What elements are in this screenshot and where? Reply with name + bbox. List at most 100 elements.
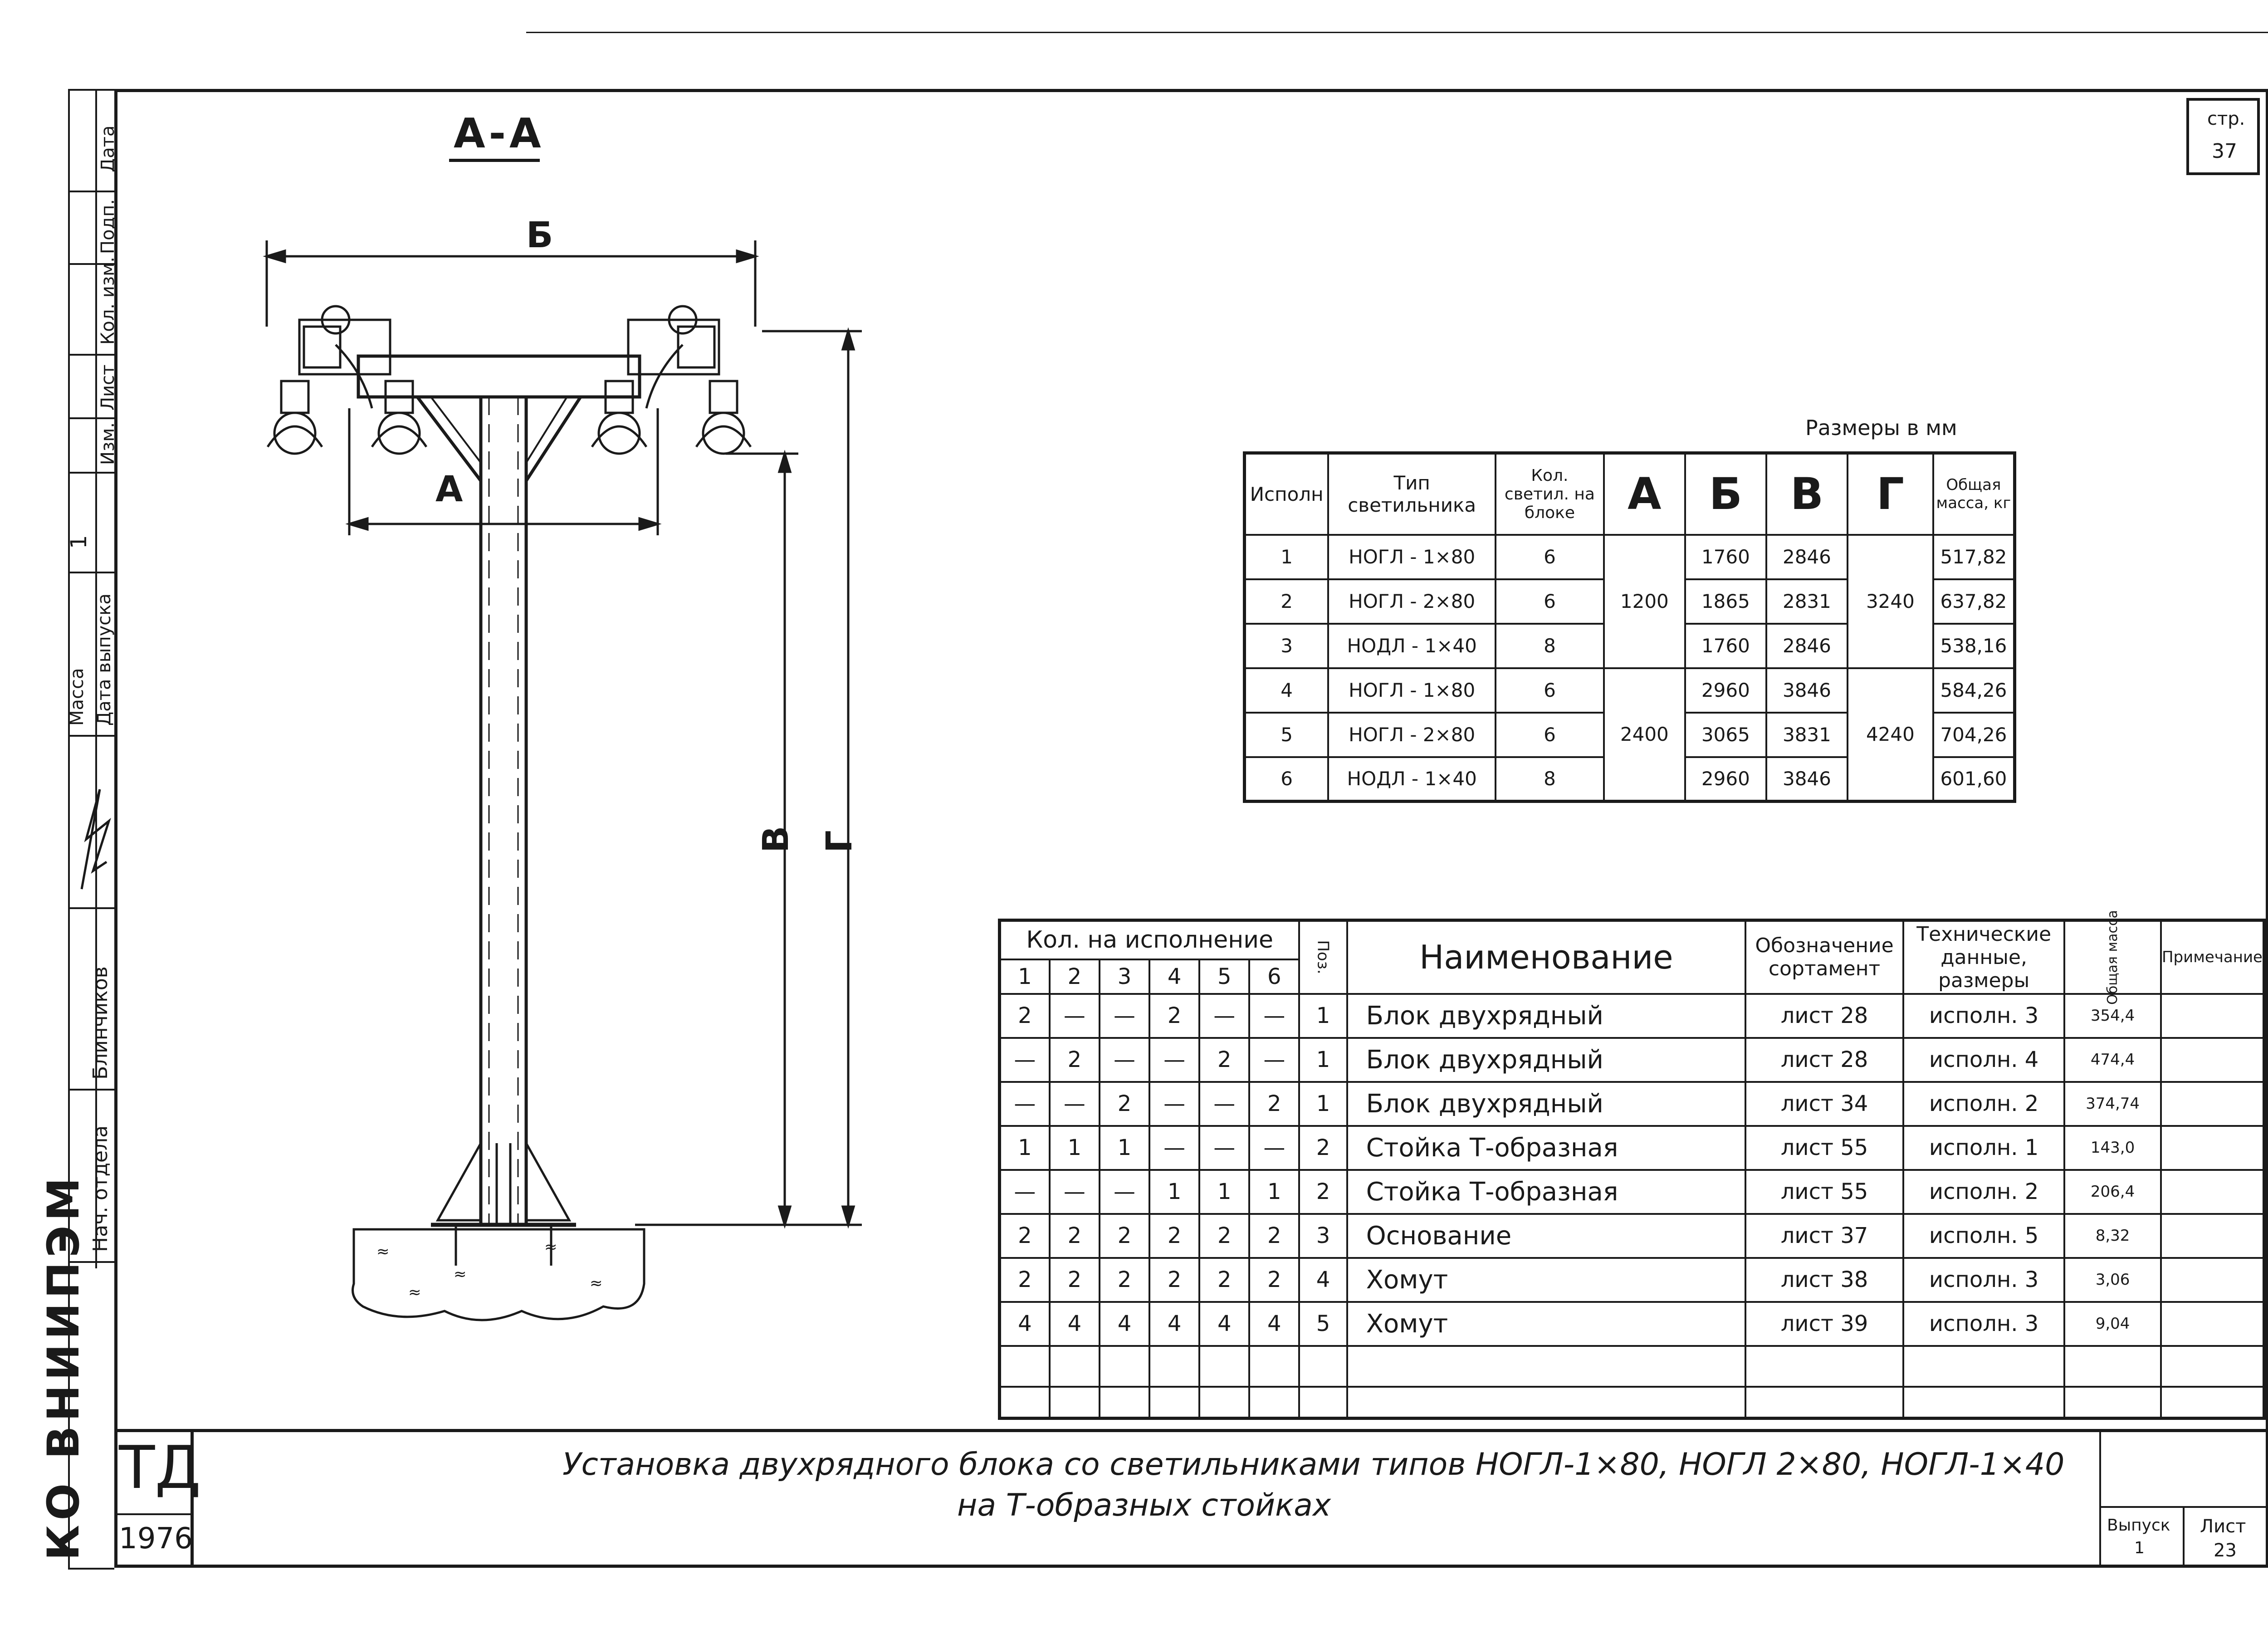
dims-header-b: Б bbox=[1684, 452, 1767, 536]
spec-header-name: Наименование bbox=[1346, 919, 1746, 995]
dims-header-g: Г bbox=[1846, 452, 1934, 536]
signature-mark bbox=[80, 789, 111, 890]
dims-cell: 2960 bbox=[1684, 756, 1767, 802]
mass-cell: 3,06 bbox=[2063, 1257, 2162, 1303]
qty-cell: 4 bbox=[1149, 1301, 1201, 1347]
svg-text:≈: ≈ bbox=[376, 1243, 390, 1261]
qty-cell: — bbox=[1048, 993, 1100, 1039]
spec-variant-1: 1 bbox=[998, 958, 1051, 995]
dims-cell: 6 bbox=[1495, 533, 1605, 580]
qty-cell: — bbox=[1048, 1169, 1100, 1215]
sheet-edge-top bbox=[526, 32, 2268, 33]
qty-cell: 1 bbox=[1149, 1169, 1201, 1215]
dims-cell: 2846 bbox=[1765, 622, 1848, 669]
spec-variant-2: 2 bbox=[1048, 958, 1100, 995]
dims-cell-g-group2: 4240 bbox=[1846, 667, 1934, 802]
dims-cell: 1760 bbox=[1684, 622, 1767, 669]
dims-header-mass: Общая масса, кг bbox=[1932, 452, 2016, 536]
table-row: — — 2 — — 2 1 Блок двухрядный лист 34 ис… bbox=[998, 1081, 2265, 1127]
section-label: А-А bbox=[454, 110, 545, 157]
qty-cell: 2 bbox=[998, 1257, 1051, 1303]
pos-cell: 2 bbox=[1298, 1169, 1348, 1215]
note-cell bbox=[2160, 1037, 2265, 1083]
qty-cell: — bbox=[1098, 1037, 1151, 1083]
qty-cell: 2 bbox=[1149, 1213, 1201, 1259]
name-cell: Основание bbox=[1346, 1213, 1746, 1259]
qty-cell: 4 bbox=[1098, 1301, 1151, 1347]
qty-cell: 4 bbox=[1248, 1301, 1300, 1347]
designation-cell: лист 55 bbox=[1744, 1125, 1905, 1171]
qty-cell: 2 bbox=[1198, 1213, 1251, 1259]
spec-header-designation: Обозначение сортамент bbox=[1744, 919, 1905, 995]
tech-cell: исполн. 3 bbox=[1902, 1301, 2066, 1347]
qty-cell: 2 bbox=[1248, 1081, 1300, 1127]
qty-cell: 2 bbox=[1248, 1257, 1300, 1303]
dims-cell-a-group1: 1200 bbox=[1603, 533, 1686, 669]
issue-label: Выпуск bbox=[2107, 1516, 2170, 1535]
qty-cell: — bbox=[1048, 1081, 1100, 1127]
dims-cell: 3 bbox=[1243, 622, 1330, 669]
mass-cell: 9,04 bbox=[2063, 1301, 2162, 1347]
tech-cell: исполн. 2 bbox=[1902, 1081, 2066, 1127]
tech-cell: исполн. 1 bbox=[1902, 1125, 2066, 1171]
name-cell: Стойка Т-образная bbox=[1346, 1125, 1746, 1171]
qty-cell: 2 bbox=[1098, 1257, 1151, 1303]
name-cell: Блок двухрядный bbox=[1346, 993, 1746, 1039]
qty-cell: 2 bbox=[1098, 1213, 1151, 1259]
sheet-label: Лист bbox=[2200, 1516, 2246, 1537]
page-box: стр. 37 bbox=[2186, 98, 2260, 175]
mass-cell: 474,4 bbox=[2063, 1037, 2162, 1083]
table-row: 2 2 2 2 2 2 4 Хомут лист 38 исполн. 3 3,… bbox=[998, 1257, 2265, 1303]
dim-label-b: Б bbox=[526, 215, 553, 256]
pos-cell: 1 bbox=[1298, 1081, 1348, 1127]
qty-cell: 2 bbox=[1248, 1213, 1300, 1259]
note-cell bbox=[2160, 1081, 2265, 1127]
qty-cell: — bbox=[1198, 993, 1251, 1039]
qty-cell: 2 bbox=[1198, 1037, 1251, 1083]
qty-cell: 1 bbox=[1248, 1169, 1300, 1215]
mass-cell: 143,0 bbox=[2063, 1125, 2162, 1171]
dims-cell: 601,60 bbox=[1932, 756, 2016, 802]
spec-variant-5: 5 bbox=[1198, 958, 1251, 995]
qty-cell: 2 bbox=[1149, 993, 1201, 1039]
qty-cell: 4 bbox=[998, 1301, 1051, 1347]
qty-cell: — bbox=[1248, 1125, 1300, 1171]
qty-cell: 2 bbox=[1048, 1213, 1100, 1259]
svg-text:≈: ≈ bbox=[590, 1274, 603, 1292]
qty-cell: 1 bbox=[998, 1125, 1051, 1171]
dims-cell: 8 bbox=[1495, 622, 1605, 669]
pos-cell: 5 bbox=[1298, 1301, 1348, 1347]
dims-table: Исполн Тип светильника Кол. светил. на б… bbox=[1243, 451, 2016, 803]
dims-cell-g-group1: 3240 bbox=[1846, 533, 1934, 669]
dims-cell: 5 bbox=[1243, 711, 1330, 758]
note-cell bbox=[2160, 1301, 2265, 1347]
title-block-code: ТД bbox=[119, 1433, 201, 1502]
dims-cell: 1 bbox=[1243, 533, 1330, 580]
note-cell bbox=[2160, 1213, 2265, 1259]
dims-cell: 6 bbox=[1495, 578, 1605, 625]
svg-text:≈: ≈ bbox=[408, 1283, 421, 1301]
dims-cell: НОДЛ - 1×40 bbox=[1327, 756, 1497, 802]
tech-cell: исполн. 2 bbox=[1902, 1169, 2066, 1215]
page-box-label: стр. bbox=[2207, 108, 2245, 129]
dims-header-type: Тип светильника bbox=[1327, 452, 1497, 536]
dims-cell-a-group2: 2400 bbox=[1603, 667, 1686, 802]
dims-cell: 8 bbox=[1495, 756, 1605, 802]
spec-table: Кол. на исполнение Поз. Наименование Обо… bbox=[998, 910, 2266, 1420]
sheet-value: 23 bbox=[2214, 1540, 2237, 1561]
dims-header-count: Кол. светил. на блоке bbox=[1495, 452, 1605, 536]
page-box-number: 37 bbox=[2212, 140, 2237, 163]
tech-cell: исполн. 3 bbox=[1902, 1257, 2066, 1303]
dims-header-v: В bbox=[1765, 452, 1848, 536]
dims-cell: 3831 bbox=[1765, 711, 1848, 758]
designation-cell: лист 37 bbox=[1744, 1213, 1905, 1259]
dims-header-a: А bbox=[1603, 452, 1686, 536]
mass-cell: 354,4 bbox=[2063, 993, 2162, 1039]
qty-cell: 2 bbox=[1198, 1257, 1251, 1303]
tech-cell: исполн. 4 bbox=[1902, 1037, 2066, 1083]
qty-cell: — bbox=[1098, 993, 1151, 1039]
dim-label-a: А bbox=[435, 469, 463, 510]
dims-cell: 2960 bbox=[1684, 667, 1767, 714]
dims-cell: 6 bbox=[1243, 756, 1330, 802]
